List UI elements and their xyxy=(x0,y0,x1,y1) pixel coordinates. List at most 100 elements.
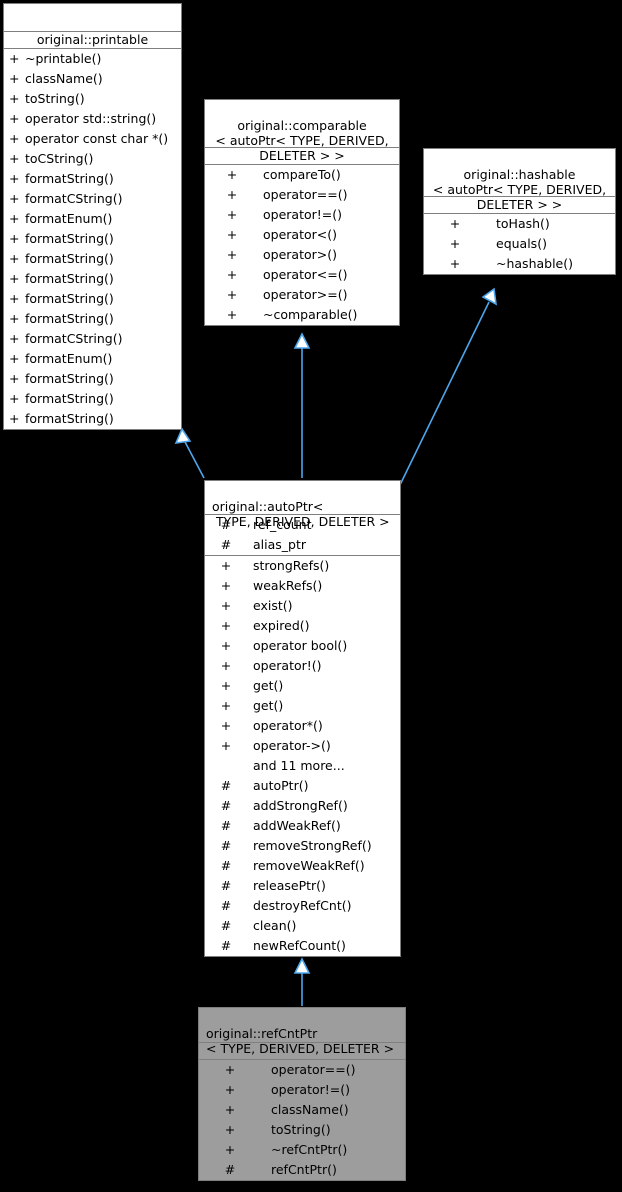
member-row[interactable]: + formatString() xyxy=(4,169,181,189)
class-box-comparable[interactable]: original::comparable < autoPtr< TYPE, DE… xyxy=(204,99,400,326)
visibility-marker: + xyxy=(9,171,20,186)
member-label: addStrongRef() xyxy=(253,798,348,813)
visibility-marker: + xyxy=(226,267,238,282)
class-box-refcntptr[interactable]: original::refCntPtr < TYPE, DERIVED, DEL… xyxy=(198,1007,406,1181)
attributes-compartment-autoptr: #ref_count #alias_ptr xyxy=(205,515,400,556)
attribute-label: alias_ptr xyxy=(253,537,307,552)
member-row[interactable]: +operator!=() xyxy=(205,205,399,225)
member-label: operator std::string() xyxy=(25,111,157,126)
member-row[interactable]: +operator std::string() xyxy=(4,109,181,129)
member-label: formatCString() xyxy=(25,191,123,206)
member-label: expired() xyxy=(253,618,310,633)
member-label: operator==() xyxy=(263,187,348,202)
visibility-marker: + xyxy=(226,227,238,242)
edge-refcntptr-to-autoptr xyxy=(293,957,311,1006)
member-row[interactable]: #destroyRefCnt() xyxy=(205,896,400,916)
member-label: formatString() xyxy=(25,171,114,186)
member-row[interactable]: + className() xyxy=(199,1100,405,1120)
member-row[interactable]: +get() xyxy=(205,676,400,696)
member-row[interactable]: +formatString() xyxy=(4,389,181,409)
member-row[interactable]: +operator>() xyxy=(205,245,399,265)
class-box-printable[interactable]: original::printable +~printable() +class… xyxy=(3,3,182,430)
member-row[interactable]: #refCntPtr() xyxy=(199,1160,405,1180)
member-row[interactable]: +formatEnum() xyxy=(4,349,181,369)
member-row[interactable]: +operator*() xyxy=(205,716,400,736)
member-label: formatString() xyxy=(25,291,114,306)
member-row[interactable]: +exist() xyxy=(205,596,400,616)
member-row[interactable]: +~refCntPtr() xyxy=(199,1140,405,1160)
member-row[interactable]: +operator==() xyxy=(199,1060,405,1080)
member-row[interactable]: +operator<() xyxy=(205,225,399,245)
member-row[interactable]: #releasePtr() xyxy=(205,876,400,896)
member-label: autoPtr() xyxy=(253,778,309,793)
visibility-marker: + xyxy=(226,287,238,302)
class-box-hashable[interactable]: original::hashable < autoPtr< TYPE, DERI… xyxy=(423,148,616,275)
visibility-marker: + xyxy=(9,271,20,286)
member-row[interactable]: +get() xyxy=(205,696,400,716)
member-row[interactable]: +toString() xyxy=(199,1120,405,1140)
member-row[interactable]: +operator>=() xyxy=(205,285,399,305)
member-row[interactable]: +formatString() xyxy=(4,369,181,389)
methods-compartment-comparable: +compareTo() +operator==() +operator!=()… xyxy=(205,165,399,325)
member-label: formatString() xyxy=(25,251,114,266)
member-row[interactable]: + formatString() xyxy=(4,249,181,269)
member-row[interactable]: +className() xyxy=(4,69,181,89)
visibility-marker: + xyxy=(224,1122,236,1137)
member-row[interactable]: +operator->() xyxy=(205,736,400,756)
member-row[interactable]: +formatCString() xyxy=(4,189,181,209)
attribute-row[interactable]: #alias_ptr xyxy=(205,535,400,555)
member-row[interactable]: +operator==() xyxy=(205,185,399,205)
member-row[interactable]: #removeWeakRef() xyxy=(205,856,400,876)
member-row[interactable]: +toCString() xyxy=(4,149,181,169)
attributes-compartment-printable xyxy=(4,32,181,49)
member-row[interactable]: #autoPtr() xyxy=(205,776,400,796)
member-label: operator!=() xyxy=(263,207,342,222)
member-row[interactable]: +strongRefs() xyxy=(205,556,400,576)
visibility-marker: # xyxy=(220,838,232,853)
member-row[interactable]: +operator bool() xyxy=(205,636,400,656)
visibility-marker: + xyxy=(449,236,461,251)
member-row[interactable]: #newRefCount() xyxy=(205,936,400,956)
member-row[interactable]: +formatString() xyxy=(4,409,181,429)
member-label: operator!() xyxy=(253,658,322,673)
member-label: formatEnum() xyxy=(25,351,113,366)
more-members-label: and 11 more... xyxy=(253,758,345,773)
member-row[interactable]: +formatString() xyxy=(4,289,181,309)
member-row[interactable]: +operator<=() xyxy=(205,265,399,285)
member-row[interactable]: + compareTo() xyxy=(205,165,399,185)
visibility-marker: + xyxy=(9,251,20,266)
member-row[interactable]: +~comparable() xyxy=(205,305,399,325)
member-label: ~comparable() xyxy=(263,307,358,322)
member-row[interactable]: #addStrongRef() xyxy=(205,796,400,816)
member-label: operator const char *() xyxy=(25,131,169,146)
member-label: compareTo() xyxy=(263,167,341,182)
member-row[interactable]: #removeStrongRef() xyxy=(205,836,400,856)
member-row[interactable]: +formatString() xyxy=(4,229,181,249)
member-row[interactable]: +toHash() xyxy=(424,214,615,234)
member-row[interactable]: +toString() xyxy=(4,89,181,109)
member-label: className() xyxy=(271,1102,349,1117)
member-row[interactable]: +formatString() xyxy=(4,269,181,289)
class-box-autoptr[interactable]: original::autoPtr< TYPE, DERIVED, DELETE… xyxy=(204,480,401,957)
member-row[interactable]: +expired() xyxy=(205,616,400,636)
member-row[interactable]: +operator const char *() xyxy=(4,129,181,149)
member-row[interactable]: +operator!() xyxy=(205,656,400,676)
attribute-row[interactable]: #ref_count xyxy=(205,515,400,535)
member-row[interactable]: +~printable() xyxy=(4,49,181,69)
visibility-marker: # xyxy=(220,898,232,913)
member-row[interactable]: #clean() xyxy=(205,916,400,936)
member-row[interactable]: +~hashable() xyxy=(424,254,615,274)
member-row[interactable]: +formatString() xyxy=(4,309,181,329)
member-row[interactable]: +operator!=() xyxy=(199,1080,405,1100)
member-label: clean() xyxy=(253,918,297,933)
member-row[interactable]: +equals() xyxy=(424,234,615,254)
visibility-marker: + xyxy=(449,256,461,271)
attribute-label: ref_count xyxy=(253,517,312,532)
member-row[interactable]: +weakRefs() xyxy=(205,576,400,596)
member-row[interactable]: +formatEnum() xyxy=(4,209,181,229)
visibility-marker: + xyxy=(226,167,238,182)
visibility-marker: + xyxy=(220,718,232,733)
visibility-marker: + xyxy=(224,1102,236,1117)
member-row[interactable]: #addWeakRef() xyxy=(205,816,400,836)
member-row[interactable]: +formatCString() xyxy=(4,329,181,349)
